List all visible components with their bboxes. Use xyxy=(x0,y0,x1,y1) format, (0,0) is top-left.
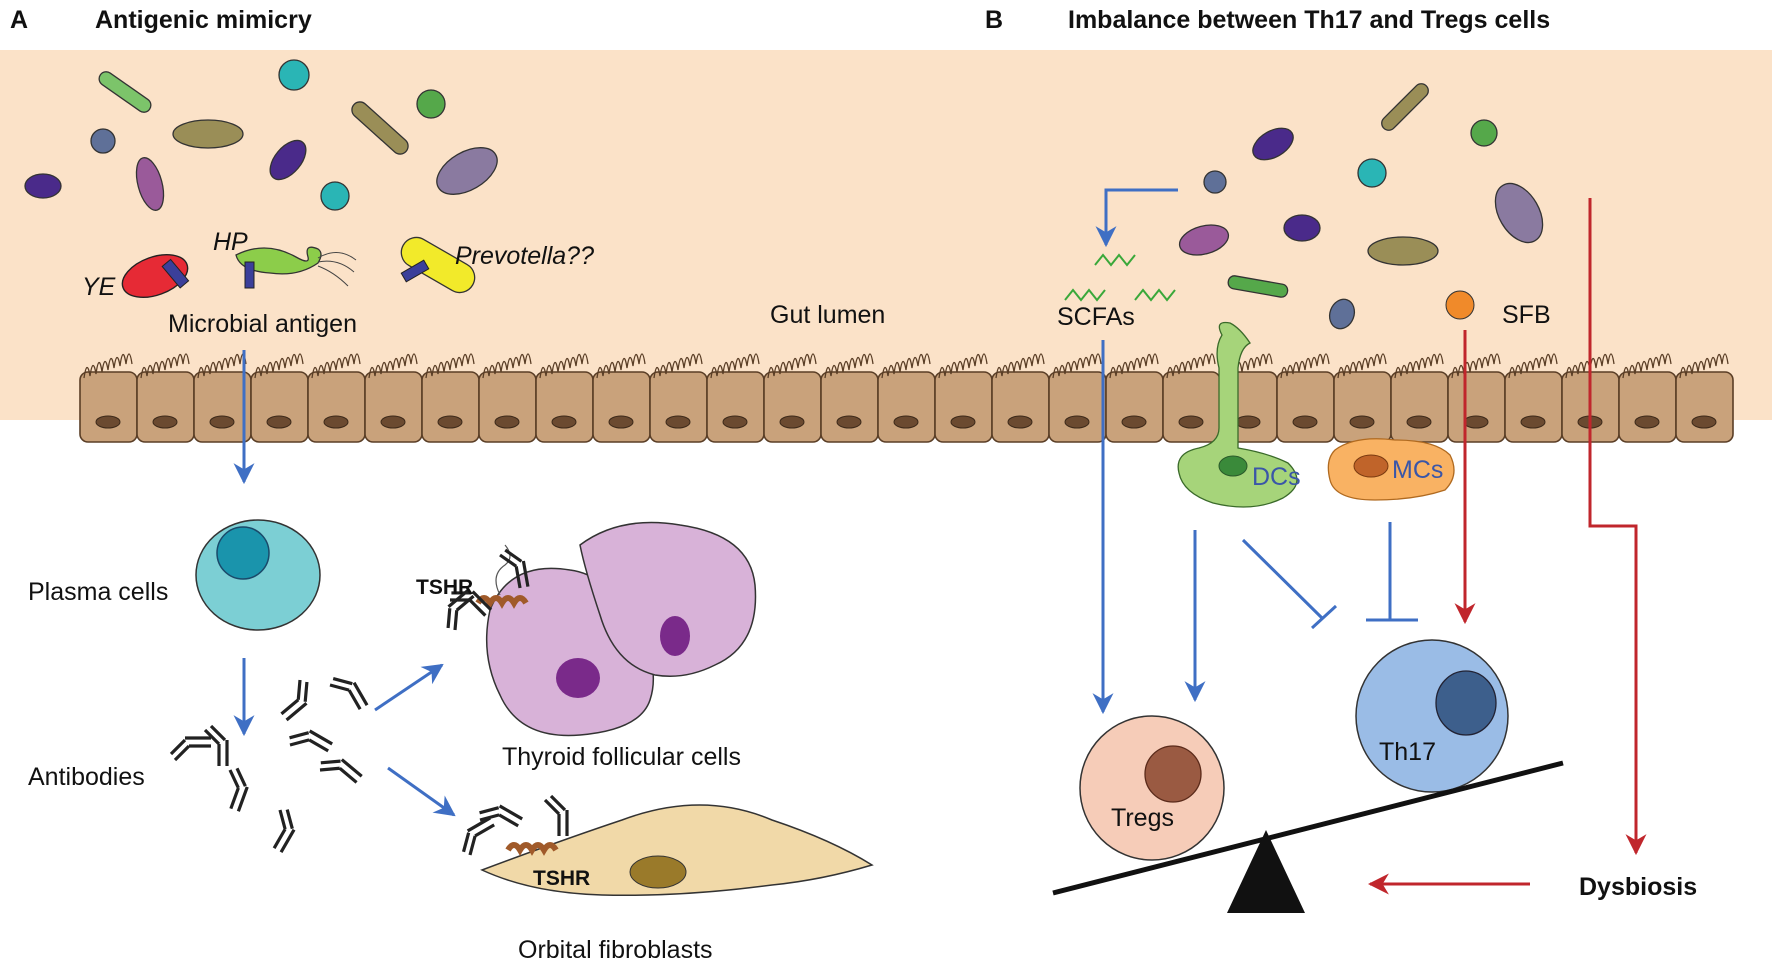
antibodies-cluster xyxy=(169,668,369,854)
label-sfb: SFB xyxy=(1502,301,1551,329)
label-prevotella: Prevotella?? xyxy=(455,242,594,270)
tshr-receptor-thyroid xyxy=(436,544,530,635)
dendritic-cell xyxy=(1177,321,1298,508)
label-orbital-fibroblasts: Orbital fibroblasts xyxy=(518,936,713,962)
panel-b-red-arrows xyxy=(1367,198,1647,895)
label-ye: YE xyxy=(82,273,116,301)
gut-bacteria-panel-a xyxy=(24,59,498,211)
ye-bacterium xyxy=(121,253,190,299)
label-mcs: MCs xyxy=(1392,456,1443,484)
panel-b-letter: B xyxy=(985,6,1003,34)
label-hp: HP xyxy=(213,228,248,256)
label-gut-lumen: Gut lumen xyxy=(770,301,885,329)
gut-lumen-background xyxy=(0,50,1772,420)
panel-b-blue-arrows xyxy=(1092,188,1418,715)
sfb-bacterium xyxy=(1445,290,1475,320)
orbital-fibroblast xyxy=(480,804,874,897)
mast-cell xyxy=(1327,438,1455,501)
panel-a-letter: A xyxy=(10,6,28,34)
label-tshr-fibroblast: TSHR xyxy=(533,867,590,890)
thyroid-follicular-cells xyxy=(485,521,757,737)
label-tregs: Tregs xyxy=(1111,804,1174,832)
th17-cell xyxy=(1355,639,1509,793)
scfa-molecules xyxy=(1064,253,1176,302)
tshr-receptor-fibroblast xyxy=(453,794,569,859)
tregs-cell xyxy=(1079,715,1225,861)
label-th17: Th17 xyxy=(1379,738,1436,766)
label-plasma-cells: Plasma cells xyxy=(28,578,168,606)
plasma-cell xyxy=(195,519,321,631)
seesaw-balance xyxy=(1052,760,1564,913)
label-dysbiosis: Dysbiosis xyxy=(1579,873,1697,901)
panel-a-title: Antigenic mimicry xyxy=(95,6,312,34)
label-scfas: SCFAs xyxy=(1057,303,1135,331)
label-antibodies: Antibodies xyxy=(28,763,145,791)
panel-b-title: Imbalance between Th17 and Tregs cells xyxy=(1068,6,1550,34)
hp-bacterium xyxy=(235,246,357,289)
label-microbial-antigen: Microbial antigen xyxy=(168,310,357,338)
label-tshr-thyroid: TSHR xyxy=(416,576,473,599)
label-thyroid-follicular-cells: Thyroid follicular cells xyxy=(502,743,741,771)
label-dcs: DCs xyxy=(1252,463,1301,491)
panel-a-arrows xyxy=(233,350,456,817)
gut-bacteria-panel-b xyxy=(1178,83,1544,330)
prevotella-bacterium xyxy=(400,236,476,294)
